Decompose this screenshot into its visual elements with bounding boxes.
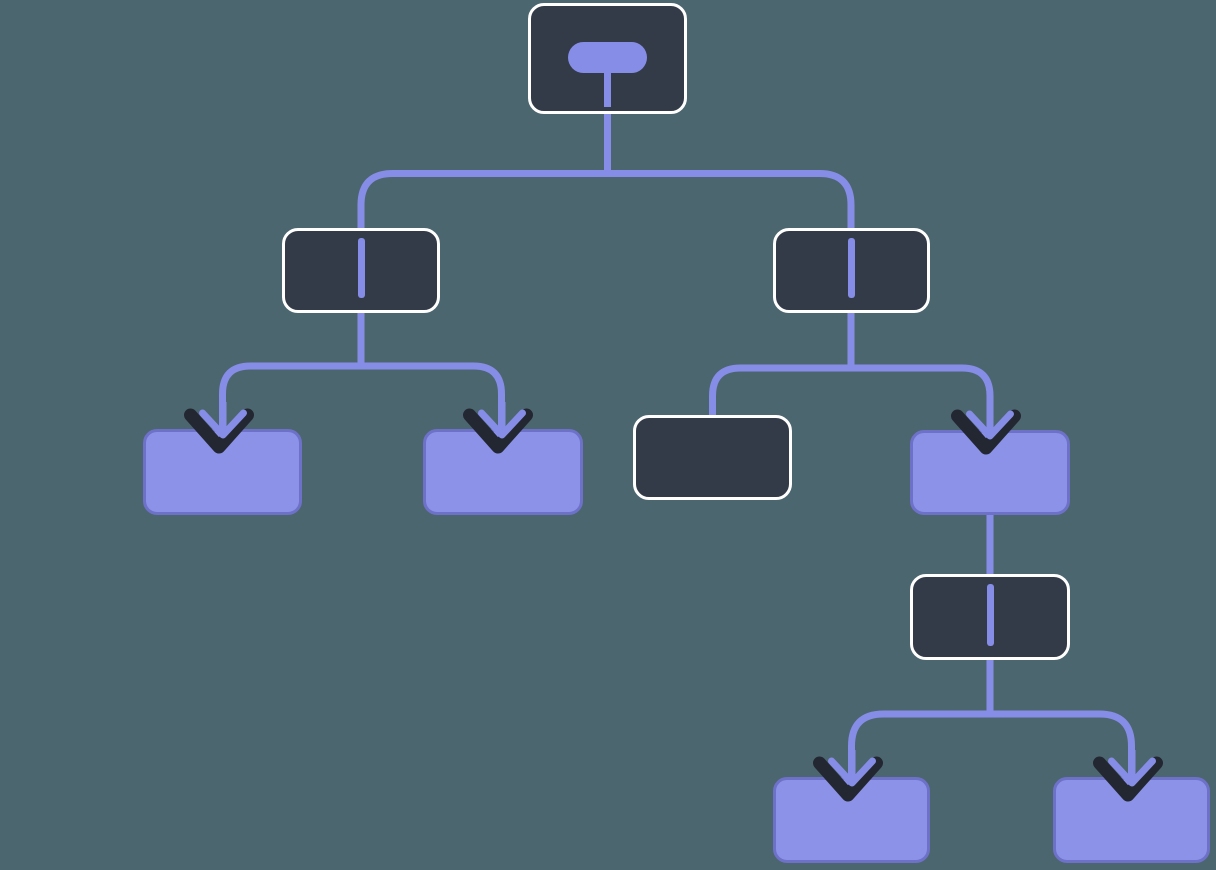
arrow-down-icon	[1092, 750, 1163, 802]
edge-branch-right-split	[709, 364, 994, 431]
pill-stem-icon	[604, 70, 611, 107]
vertical-line-icon	[848, 238, 855, 298]
arrow-down-icon	[951, 403, 1021, 455]
vertical-line-icon	[986, 584, 994, 646]
node-branch-left[interactable]	[282, 228, 440, 313]
edge-branch-left-split	[219, 362, 505, 430]
node-root[interactable]	[528, 3, 687, 114]
node-mid-dark[interactable]	[910, 574, 1070, 660]
vertical-line-icon	[357, 238, 365, 298]
arrow-down-icon	[183, 402, 254, 454]
arrow-down-icon	[812, 750, 883, 802]
node-branch-right[interactable]	[773, 228, 930, 313]
arrow-down-icon	[463, 402, 533, 454]
node-plain[interactable]	[633, 415, 792, 500]
edge-mid-dark-split	[848, 710, 1135, 778]
pill-root-icon	[568, 42, 647, 73]
edge-root-split	[357, 170, 855, 229]
